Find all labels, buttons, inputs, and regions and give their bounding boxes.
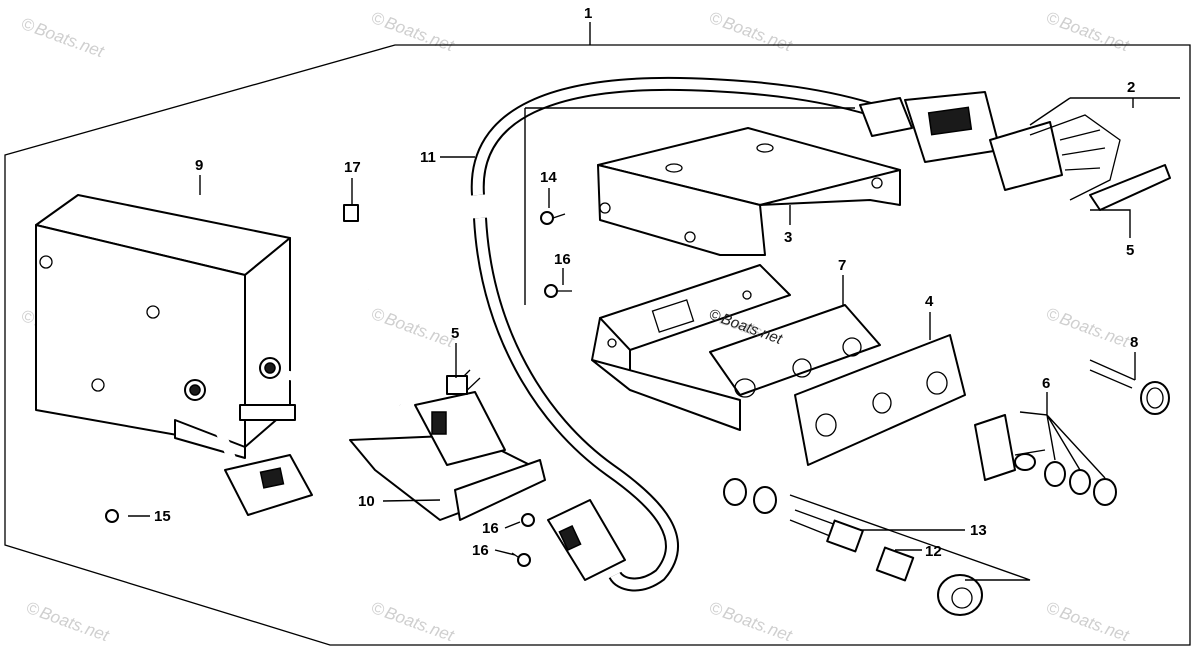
callout-3: 3 xyxy=(784,229,792,246)
callout-5-upper: 5 xyxy=(1126,242,1134,259)
callout-4: 4 xyxy=(925,293,934,310)
callout-11: 11 xyxy=(420,149,436,166)
callout-5-lower: 5 xyxy=(451,325,459,342)
control-box xyxy=(35,194,296,459)
switch-plate xyxy=(794,334,966,466)
top-cover xyxy=(597,127,901,256)
watermark-text: ©Boats.net xyxy=(1044,8,1133,56)
switch-frame xyxy=(591,264,881,431)
watermark-text: ©Boats.net xyxy=(369,598,458,646)
callout-1: 1 xyxy=(584,5,592,22)
wire-harness xyxy=(184,357,546,521)
callout-16-bottom: 16 xyxy=(472,542,489,559)
callout-15: 15 xyxy=(154,508,171,525)
watermark-text: ©Boats.net xyxy=(24,598,113,646)
callout-12: 12 xyxy=(925,543,942,560)
screw-icon xyxy=(521,513,535,527)
callout-16-top: 16 xyxy=(554,251,571,268)
watermark-text: ©Boats.net xyxy=(369,304,458,352)
leader-lines xyxy=(128,22,1180,581)
callout-2: 2 xyxy=(1127,79,1135,96)
screw-icon xyxy=(540,211,554,225)
watermark-text: ©Boats.net xyxy=(1044,598,1133,646)
main-connector xyxy=(859,91,1121,201)
screw-icon xyxy=(517,553,531,567)
callout-9: 9 xyxy=(195,157,203,174)
toggle-switch xyxy=(974,414,1117,506)
callout-14: 14 xyxy=(540,169,557,186)
indicator-lamp xyxy=(1089,359,1170,415)
screw-icon xyxy=(105,509,119,523)
watermark-text: ©Boats.net xyxy=(707,8,796,56)
callout-16-mid: 16 xyxy=(482,520,499,537)
callout-17: 17 xyxy=(344,159,361,176)
screw-icon xyxy=(544,284,558,298)
clip-bracket xyxy=(1089,164,1171,211)
callout-10: 10 xyxy=(358,493,375,510)
callout-8: 8 xyxy=(1130,334,1138,351)
callout-7: 7 xyxy=(838,257,846,274)
callout-labels: 1 2 3 4 5 5 6 7 8 9 10 11 12 13 14 15 16… xyxy=(154,5,1138,560)
fasteners xyxy=(105,211,572,567)
long-cable xyxy=(470,76,883,592)
watermark-text: ©Boats.net xyxy=(1044,304,1133,352)
callout-13: 13 xyxy=(970,522,987,539)
watermark-text: ©Boats.net xyxy=(707,598,796,646)
ground-wire xyxy=(343,204,370,291)
assembly-outline xyxy=(4,44,1191,646)
callout-6: 6 xyxy=(1042,375,1050,392)
lamp-socket xyxy=(723,478,983,616)
watermark-text: ©Boats.net xyxy=(19,14,108,62)
